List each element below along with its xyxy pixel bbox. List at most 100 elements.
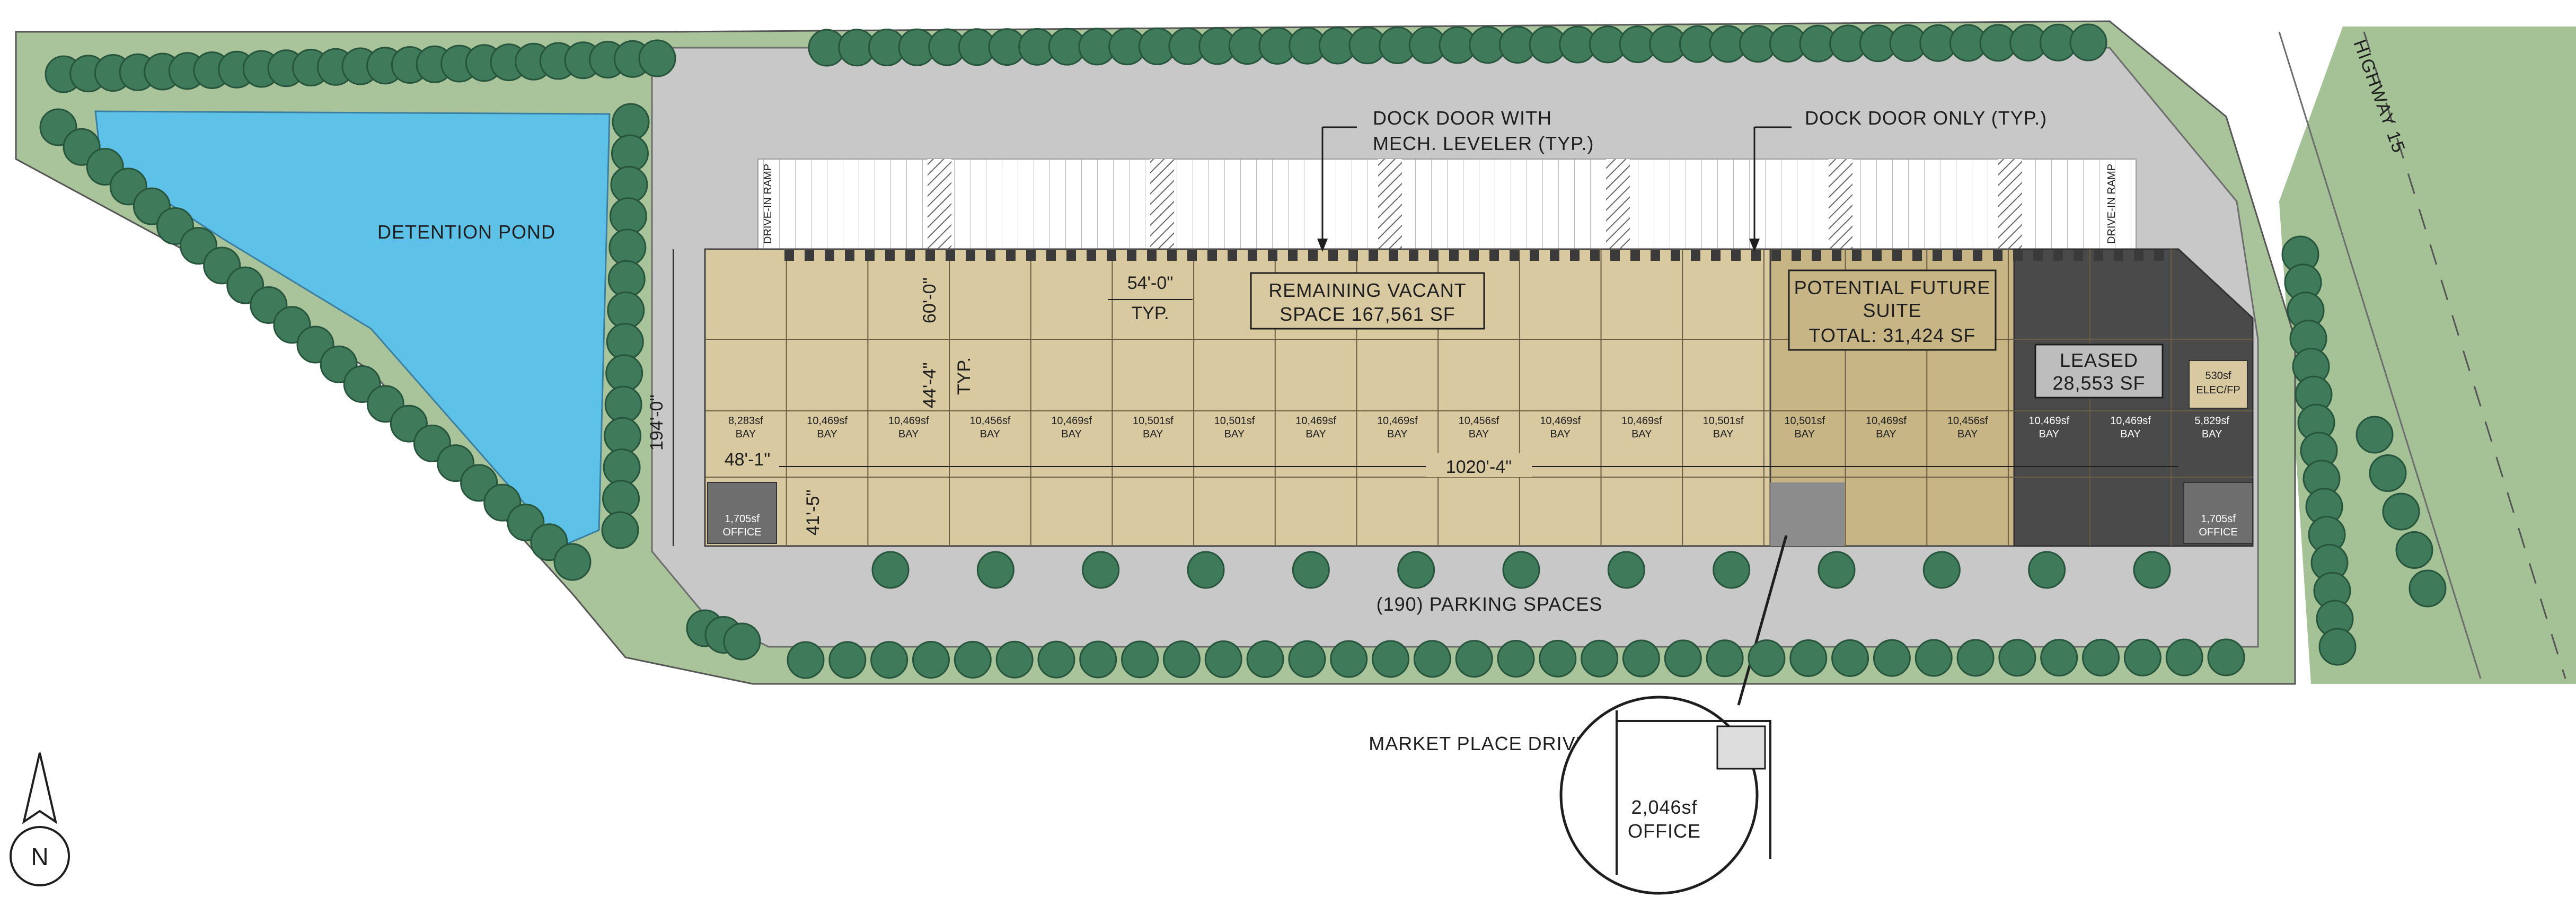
dock-door (1429, 250, 1439, 261)
trees (39, 23, 2447, 679)
tree-icon (2207, 638, 2245, 676)
office-right-label: OFFICE (2199, 526, 2237, 538)
tree-icon (2028, 551, 2066, 589)
bay-word-label: BAY (1550, 428, 1571, 440)
tree-icon (1915, 639, 1953, 677)
bay-word-label: BAY (1305, 428, 1326, 440)
bay-area-label: 8,283sf (728, 415, 763, 427)
bay-area-label: 10,501sf (1214, 415, 1255, 427)
bay-word-label: BAY (736, 428, 756, 440)
tree-icon (976, 551, 1014, 589)
dock-door (1026, 250, 1036, 261)
dock-door (1751, 250, 1761, 261)
truck-court (757, 159, 2137, 250)
hatched-stall (1829, 159, 1852, 249)
north-label: N (31, 843, 48, 870)
dock-door (2094, 250, 2103, 261)
dock-door (1550, 250, 1559, 261)
end-bay-dimension: 48'-1" (725, 450, 771, 470)
dock-door (1288, 250, 1298, 261)
tree-icon (1873, 639, 1911, 677)
dock-door (1771, 250, 1781, 261)
bay-area-label: 10,456sf (1459, 415, 1499, 427)
callout-wall-2 (1617, 720, 1771, 859)
hatched-stall (1998, 159, 2022, 249)
tree-icon (1204, 640, 1242, 679)
elec-sf: 530sf (2206, 370, 2231, 382)
tree-icon (2318, 628, 2357, 666)
bay-word-label: BAY (1469, 428, 1489, 440)
dock-door (2114, 250, 2123, 261)
future-label-line2: SUITE (1863, 300, 1921, 321)
dock-door (2013, 250, 2023, 261)
vacant-label-line2: SPACE 167,561 SF (1280, 303, 1455, 325)
bay-area-label: 10,469sf (1377, 415, 1418, 427)
bay-word-label: BAY (2120, 428, 2141, 440)
dock-door (1671, 250, 1680, 261)
office-left (707, 482, 777, 544)
bay-word-label: BAY (898, 428, 919, 440)
elec-label: ELEC/FP (2196, 384, 2240, 396)
tree-icon (1455, 640, 1493, 678)
market-drive-label: MARKET PLACE DRIVE (1369, 733, 1589, 754)
tree-icon (1818, 551, 1856, 589)
dock-door (1610, 250, 1620, 261)
dock-door (1066, 250, 1076, 261)
drive-in-ramp-left: DRIVE-IN RAMP (762, 164, 774, 244)
leased-label-box (2034, 344, 2164, 399)
tree-icon (995, 640, 1034, 679)
tree-icon (1082, 551, 1120, 589)
depth-dimension: 194'-0" (647, 394, 667, 451)
bay-area-label: 10,469sf (1051, 415, 1092, 427)
dock-door (946, 250, 955, 261)
dock-door (1973, 250, 1982, 261)
bay-area-label: 5,829sf (2194, 415, 2229, 427)
length-dimension-bg (1426, 453, 1532, 477)
elec-room (2189, 360, 2248, 409)
dock-door (1953, 250, 1962, 261)
bay-word-label: BAY (1143, 428, 1163, 440)
tree-icon (1622, 639, 1660, 678)
callout-restroom (1716, 725, 1766, 770)
tree-icon (1922, 551, 1961, 589)
dock-door (1510, 250, 1519, 261)
tree-icon (1372, 640, 1410, 678)
future-total: TOTAL: 31,424 SF (1809, 324, 1976, 346)
bay-word-label: BAY (1957, 428, 1978, 440)
highway-edge (2278, 31, 2482, 679)
tree-icon (954, 640, 992, 679)
dock-door (1792, 250, 1801, 261)
north-circle-icon (10, 826, 70, 886)
bay-area-label: 10,469sf (2028, 415, 2069, 427)
office-right-sf: 1,705sf (2201, 513, 2236, 525)
vacant-label-box (1250, 272, 1485, 330)
dock-door (1691, 250, 1700, 261)
dock-leveler-label-2: MECH. LEVELER (TYP.) (1373, 133, 1594, 154)
dock-door (1187, 250, 1197, 261)
tree-icon (1288, 640, 1326, 678)
dock-only-label: DOCK DOOR ONLY (TYP.) (1805, 107, 2047, 129)
bay-word-label: BAY (1224, 428, 1245, 440)
bay-width-typ: TYP. (1131, 303, 1169, 323)
bay-word-label: BAY (1061, 428, 1082, 440)
bay-area-label: 10,469sf (1866, 415, 1907, 427)
bay-area-label: 10,469sf (888, 415, 929, 427)
tree-icon (1581, 639, 1619, 678)
leased-label-line2: 28,553 SF (2052, 372, 2145, 394)
dock-door (1872, 250, 1882, 261)
callout-leader (1737, 535, 1788, 706)
tree-icon (1187, 551, 1225, 589)
dock-door (1630, 250, 1640, 261)
tree-icon (1397, 551, 1435, 589)
dock-door (2154, 250, 2164, 261)
dock-door (1832, 250, 1841, 261)
dock-door (1892, 250, 1902, 261)
tree-icon (1998, 639, 2036, 677)
dock-door (1046, 250, 1056, 261)
callout-label: OFFICE (1628, 820, 1701, 842)
dock-door (1127, 250, 1136, 261)
highway-verge (2279, 27, 2576, 684)
tree-icon (2165, 638, 2203, 676)
tree-icon (2382, 493, 2420, 531)
vacant-label-line1: REMAINING VACANT (1268, 279, 1466, 301)
